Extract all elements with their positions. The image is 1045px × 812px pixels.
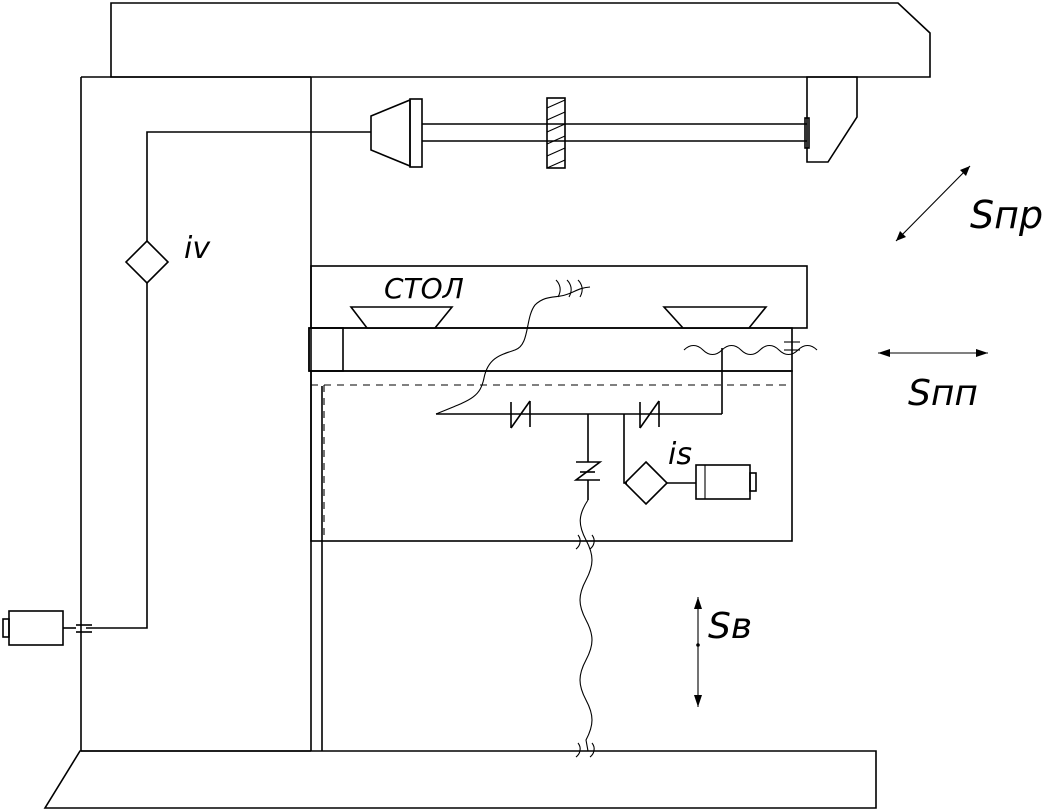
longitudinal-lead-screw (683, 344, 818, 356)
longitudinal-feed-label: Sпр (970, 193, 1043, 237)
vertical-feed-arrow (694, 597, 702, 707)
feed-ratio-label: is (668, 437, 692, 472)
knee (310, 370, 793, 542)
vertical-feed-coupling (573, 461, 603, 481)
feed-drive-chain (435, 279, 818, 506)
longitudinal-feed-arrow (895, 165, 971, 242)
spindle-gearbox-rhombus (124, 239, 170, 285)
overhead-arm (110, 2, 931, 78)
spindle-arbor (370, 97, 810, 169)
saddle (308, 327, 793, 372)
t-slot-right (662, 306, 768, 329)
clutch-right (639, 400, 660, 429)
vertical-lead-screw (579, 499, 593, 752)
column (80, 76, 323, 752)
spindle-nose (370, 98, 411, 168)
main-motor (2, 610, 76, 646)
main-drive-chain (76, 131, 371, 633)
transverse-feed-label: Sпп (908, 373, 978, 414)
table-label: СТОЛ (384, 272, 464, 305)
t-slot-left (349, 306, 454, 329)
machine-base (43, 750, 877, 809)
vertical-feed-label: Sв (708, 606, 752, 647)
transverse-lead-screw (435, 286, 591, 415)
feed-gearbox-rhombus (623, 460, 669, 506)
milling-cutter (546, 97, 566, 169)
arbor-support (806, 76, 858, 163)
feed-motor (695, 464, 757, 500)
transverse-feed-arrow (878, 349, 988, 357)
spindle-ratio-label: iv (184, 231, 211, 266)
clutch-left (510, 400, 531, 429)
screw-break-marks (575, 534, 595, 758)
